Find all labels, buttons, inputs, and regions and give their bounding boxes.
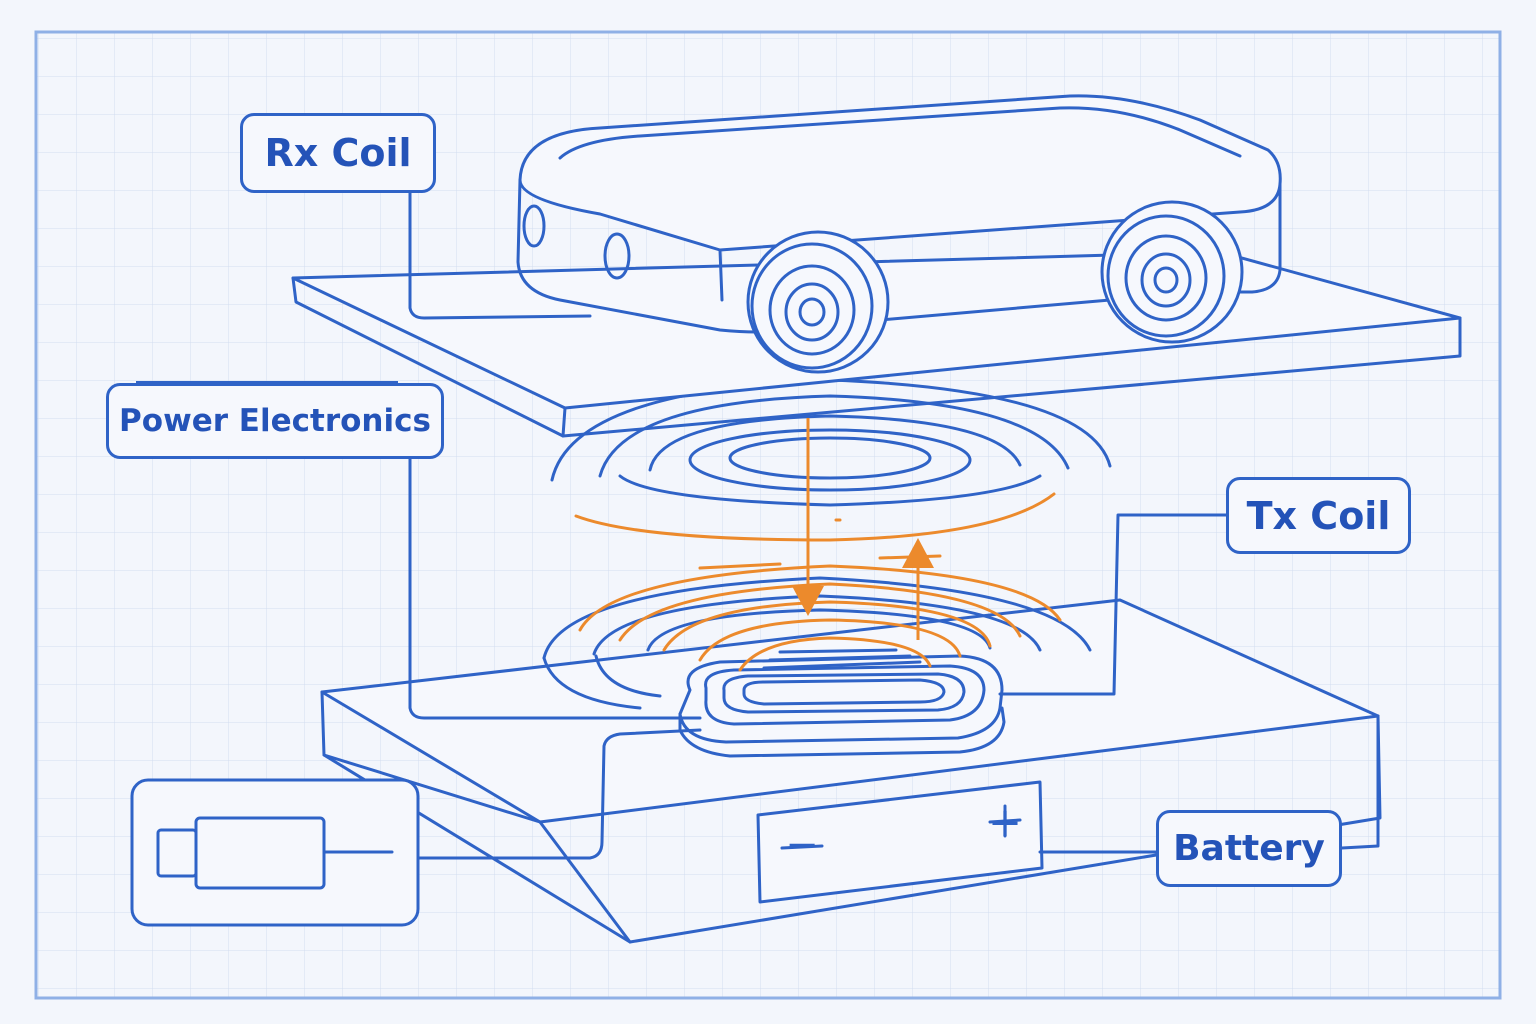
front-wheel-icon [746, 230, 890, 374]
battery-label: Battery [1156, 810, 1342, 887]
headlight-left-icon [522, 204, 546, 248]
power-electronics-underline [136, 381, 398, 384]
battery-icon [756, 780, 1044, 904]
battery-minus-symbol: − [785, 822, 819, 868]
arrow-up-icon [902, 538, 934, 568]
robot-vehicle [516, 94, 1282, 374]
tx-coil-pad [678, 648, 1006, 758]
arrow-down-icon [792, 586, 824, 616]
energy-transfer-arrows [792, 418, 934, 640]
rx-coil-label: Rx Coil [240, 113, 436, 193]
headlight-right-icon [603, 232, 631, 280]
power-adapter-icon [130, 778, 420, 927]
power-electronics-label: Power Electronics [106, 383, 444, 459]
rear-wheel-icon [1100, 200, 1244, 344]
field-lines-orange [574, 492, 1062, 672]
frame [34, 30, 1502, 1000]
field-lines-lower-blue [542, 576, 1092, 710]
battery-plus-symbol: + [988, 800, 1022, 846]
tx-coil-label: Tx Coil [1226, 477, 1411, 554]
connector-lines [408, 191, 1380, 860]
